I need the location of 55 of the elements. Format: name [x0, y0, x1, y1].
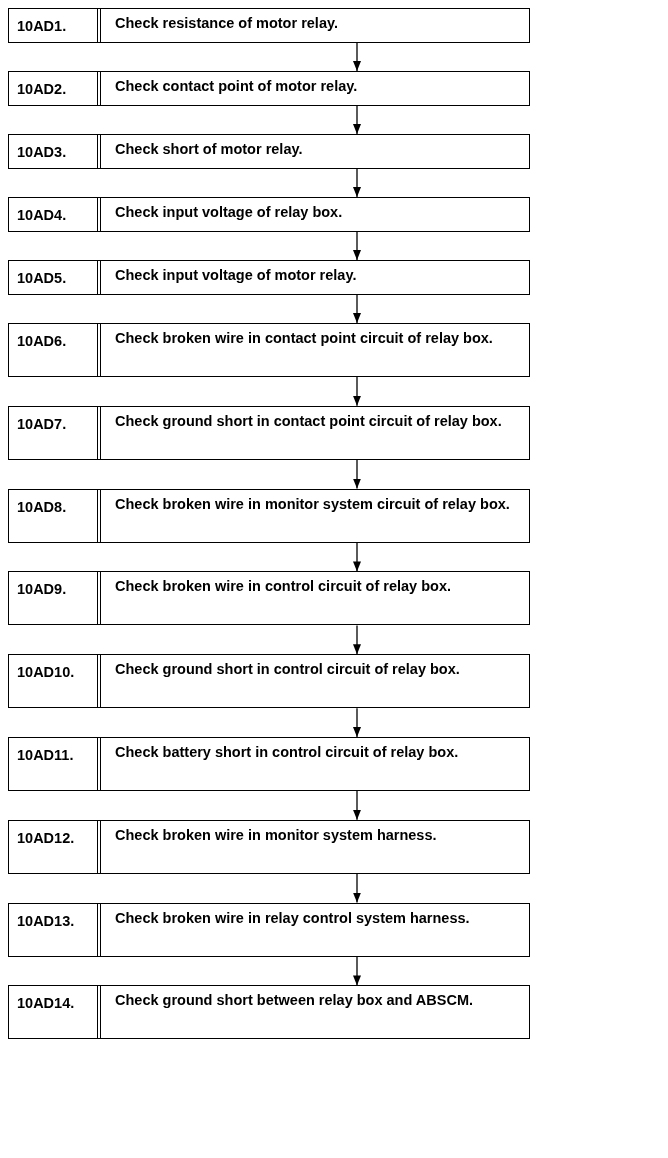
step-text: Check ground short in contact point circuit of relay box.	[115, 414, 502, 428]
step-box	[8, 902, 530, 957]
step-code: 10AD9.	[17, 581, 67, 598]
step-text: Check ground short between relay box and ABSCM.	[115, 994, 473, 1008]
step-box	[8, 405, 530, 460]
arrow	[353, 294, 361, 324]
step-code: 10AD12.	[17, 829, 75, 846]
step-box	[8, 654, 530, 709]
arrow	[353, 376, 361, 407]
step-text: Check input voltage of relay box.	[115, 206, 343, 219]
arrow	[353, 105, 361, 135]
arrow	[353, 790, 361, 821]
step-code: 10AD4.	[17, 207, 67, 223]
step-box	[8, 197, 530, 232]
step-box	[8, 571, 530, 626]
step-box	[8, 71, 530, 106]
step-box	[8, 260, 530, 295]
step-box	[8, 488, 530, 543]
step-box	[8, 323, 530, 377]
step-text: Check ground short in control circuit of relay box.	[115, 663, 460, 677]
arrow	[353, 231, 361, 261]
step-text: Check battery short in control circuit of relay box.	[115, 746, 459, 759]
arrow	[353, 42, 361, 72]
arrow	[353, 459, 361, 490]
step-code: 10AD13.	[17, 912, 75, 929]
step-code: 10AD3.	[17, 144, 67, 160]
step-text: Check resistance of motor relay.	[115, 17, 338, 30]
step-text: Check broken wire in relay control system harness.	[115, 911, 470, 925]
step-box	[8, 819, 530, 874]
step-code: 10AD2.	[17, 81, 67, 97]
arrow	[353, 624, 361, 655]
step-code: 10AD14.	[17, 995, 75, 1012]
step-code: 10AD7.	[17, 415, 67, 432]
step-code: 10AD5.	[17, 270, 67, 286]
step-code: 10AD6.	[17, 333, 67, 349]
step-text: Check input voltage of motor relay.	[115, 269, 357, 282]
step-box	[8, 985, 530, 1040]
step-text: Check contact point of motor relay.	[115, 80, 358, 93]
step-box	[8, 134, 530, 169]
step-text: Check broken wire in contact point circuit of relay box.	[115, 332, 493, 345]
step-text: Check broken wire in control circuit of relay box.	[115, 580, 451, 594]
arrow	[353, 873, 361, 904]
step-text: Check broken wire in monitor system circuit of relay box.	[115, 497, 510, 511]
step-code: 10AD10.	[17, 664, 75, 681]
step-code: 10AD1.	[17, 18, 67, 34]
arrow	[353, 707, 361, 738]
step-code: 10AD8.	[17, 498, 67, 515]
step-box	[8, 8, 530, 43]
arrow	[353, 168, 361, 198]
arrow	[353, 955, 361, 987]
step-text: Check short of motor relay.	[115, 143, 303, 156]
arrow	[353, 541, 361, 573]
step-box	[8, 737, 530, 791]
step-code: 10AD11.	[17, 747, 74, 763]
step-text: Check broken wire in monitor system harness.	[115, 828, 437, 842]
